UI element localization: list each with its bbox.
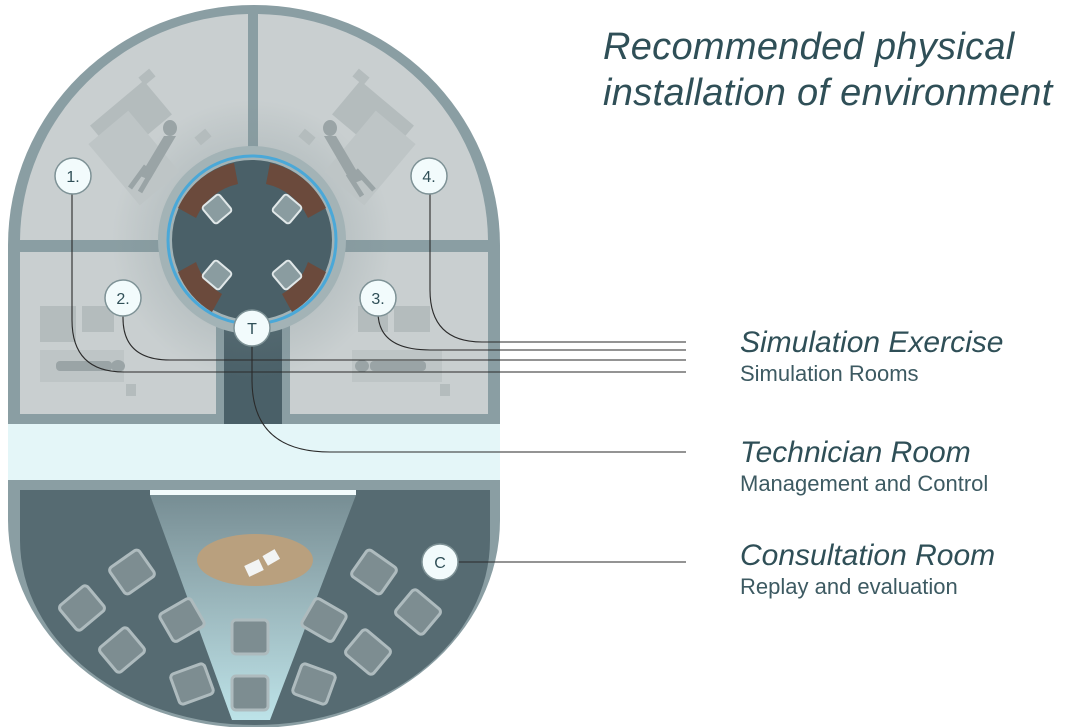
patient-4 bbox=[323, 120, 376, 198]
legend-simulation: Simulation Exercise Simulation Rooms bbox=[740, 326, 1003, 388]
table-papers bbox=[244, 549, 281, 577]
consultation-chairs bbox=[58, 548, 442, 712]
control-desks bbox=[178, 163, 326, 312]
legend-technician: Technician Room Management and Control bbox=[740, 436, 988, 498]
svg-text:C: C bbox=[434, 555, 446, 572]
svg-text:3.: 3. bbox=[371, 291, 384, 308]
room-1-furniture bbox=[88, 68, 212, 206]
patient-3 bbox=[355, 360, 426, 372]
legend-technician-subtitle: Management and Control bbox=[740, 471, 989, 496]
marker-room-4: 4. bbox=[410, 157, 448, 195]
marker-consultation: C bbox=[421, 543, 459, 581]
legend-simulation-title: Simulation Exercise bbox=[740, 326, 1004, 359]
svg-text:4.: 4. bbox=[422, 169, 435, 186]
callout-lines bbox=[71, 190, 686, 563]
marker-room-1: 1. bbox=[54, 157, 92, 195]
legend-consultation: Consultation Room Replay and evaluation bbox=[740, 539, 995, 601]
legend-consultation-subtitle: Replay and evaluation bbox=[740, 574, 958, 599]
diagram-title-line-2: installation of environment bbox=[603, 72, 1053, 114]
svg-text:1.: 1. bbox=[66, 169, 79, 186]
marker-room-3: 3. bbox=[359, 279, 397, 317]
svg-text:2.: 2. bbox=[116, 291, 129, 308]
legend-consultation-title: Consultation Room bbox=[740, 539, 996, 572]
diagram-title-line-1: Recommended physical bbox=[603, 26, 1015, 68]
legend-technician-title: Technician Room bbox=[740, 436, 971, 469]
diagram-title: Recommended physical installation of env… bbox=[603, 24, 1053, 116]
consultation-table bbox=[197, 534, 313, 586]
projector-screen bbox=[150, 490, 356, 495]
control-chairs bbox=[201, 193, 303, 291]
marker-technician: T bbox=[233, 309, 271, 347]
marker-room-2: 2. bbox=[104, 279, 142, 317]
svg-text:T: T bbox=[247, 321, 257, 338]
legend-simulation-subtitle: Simulation Rooms bbox=[740, 361, 919, 386]
patient-1 bbox=[127, 120, 177, 194]
room-4-furniture bbox=[298, 68, 416, 206]
patient-2 bbox=[56, 360, 125, 372]
